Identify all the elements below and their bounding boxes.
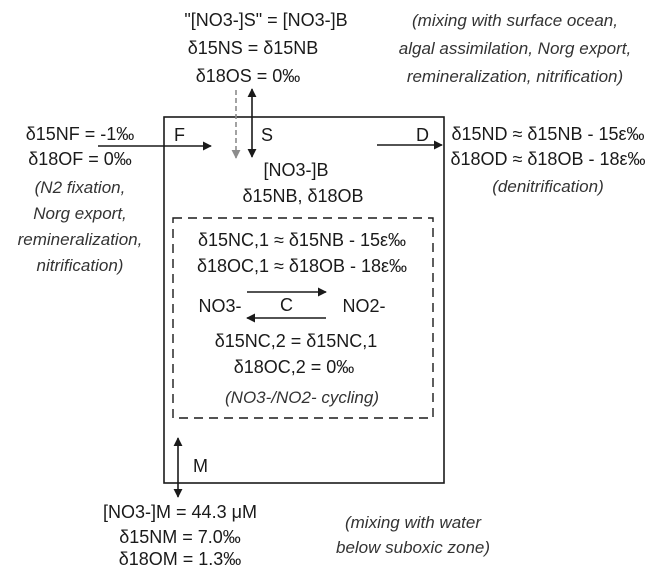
flux-label-d: D <box>416 125 429 145</box>
flux-label-s: S <box>261 125 273 145</box>
surface-note-line-3: remineralization, nitrification) <box>407 67 623 86</box>
flux-label-f: F <box>174 125 185 145</box>
fixation-note-line-1: (N2 fixation, <box>35 178 126 197</box>
denitrification-d15n: δ15ND ≈ δ15NB - 15ε‰ <box>451 124 644 144</box>
mixing-nitrate: [NO3-]M = 44.3 μM <box>103 502 257 522</box>
mixing-d18o: δ18OM = 1.3‰ <box>119 549 242 569</box>
surface-nitrate-relation: "[NO3-]S" = [NO3-]B <box>184 10 347 30</box>
denitrification-d18o: δ18OD ≈ δ18OB - 18ε‰ <box>450 149 645 169</box>
denitrification-note: (denitrification) <box>492 177 604 196</box>
flux-label-c: C <box>280 295 293 315</box>
surface-d15n: δ15NS = δ15NB <box>188 38 319 58</box>
fixation-note-line-4: nitrification) <box>37 256 124 275</box>
cycling-nitrite-species: NO2- <box>342 296 385 316</box>
cycling-d15n-c2: δ15NC,2 = δ15NC,1 <box>215 331 378 351</box>
surface-note-line-1: (mixing with surface ocean, <box>412 11 618 30</box>
cycling-d18o-c1: δ18OC,1 ≈ δ18OB - 18ε‰ <box>197 256 407 276</box>
fixation-d18o: δ18OF = 0‰ <box>28 149 132 169</box>
fixation-note-line-2: Norg export, <box>33 204 127 223</box>
suboxic-zone-box <box>163 116 445 484</box>
mixing-note-line-1: (mixing with water <box>345 513 482 532</box>
fixation-note-line-3: remineralization, <box>18 230 143 249</box>
cycling-d18o-c2: δ18OC,2 = 0‰ <box>234 357 355 377</box>
mixing-d15n: δ15NM = 7.0‰ <box>119 527 241 547</box>
cycling-dashed-box <box>172 217 434 419</box>
cycling-note: (NO3-/NO2- cycling) <box>225 388 379 407</box>
surface-note-line-2: algal assimilation, Norg export, <box>399 39 631 58</box>
box-isotopes: δ15NB, δ18OB <box>242 186 363 206</box>
flux-label-m: M <box>193 456 208 476</box>
cycling-nitrate-species: NO3- <box>198 296 241 316</box>
fixation-d15n: δ15NF = -1‰ <box>26 124 135 144</box>
surface-d18o: δ18OS = 0‰ <box>196 66 301 86</box>
mixing-note-line-2: below suboxic zone) <box>336 538 490 557</box>
cycling-d15n-c1: δ15NC,1 ≈ δ15NB - 15ε‰ <box>198 230 406 250</box>
box-nitrate: [NO3-]B <box>263 160 328 180</box>
